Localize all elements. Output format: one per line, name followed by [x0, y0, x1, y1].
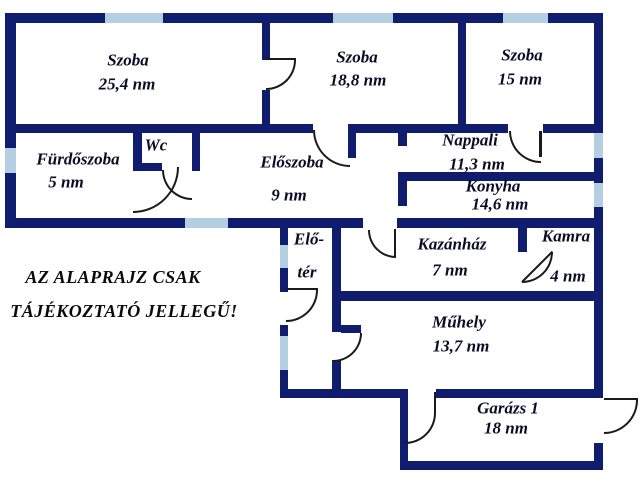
wall-divider-szoba: [262, 90, 270, 124]
window: [105, 13, 163, 23]
wall-horizontal: [350, 124, 508, 133]
room-label-konyha: Konyha: [465, 176, 521, 196]
door-leaf: [394, 229, 396, 257]
room-area-konyha: 14,6 nm: [471, 194, 529, 214]
wall-stub: [341, 325, 361, 333]
wall-left: [5, 173, 16, 228]
wall-divider-szoba: [458, 23, 466, 124]
door-leaf: [266, 58, 296, 60]
door-leaf: [434, 392, 436, 413]
room-label-eloter-line1: Elő-: [293, 229, 325, 249]
wall-eloter-left: [280, 325, 288, 336]
door-arc-eloter-entrance: [286, 290, 318, 322]
door-arc-furdoszoba: [133, 167, 179, 213]
door-arc-muhely-garazs: [405, 413, 436, 444]
wall-bottom-main: [5, 218, 185, 228]
room-label-kazanhaz: Kazánház: [417, 234, 487, 254]
wall-left: [5, 13, 16, 148]
wall-eloter-right: [332, 360, 341, 398]
room-area-kazanhaz: 7 nm: [432, 260, 468, 280]
room-label-furdoszoba: Fürdőszoba: [36, 149, 120, 169]
window: [594, 133, 603, 158]
wall-bottom-main: [228, 218, 363, 228]
room-label-szoba-nagy: Szoba: [107, 50, 149, 70]
room-area-szoba-kozepso: 18,8 nm: [329, 70, 387, 90]
door-arc-szoba-connect: [266, 60, 296, 90]
door-leaf: [286, 288, 318, 290]
door-arc-kazanhaz: [368, 230, 396, 258]
door-leaf: [539, 131, 542, 157]
wall-garazs-top: [436, 389, 603, 398]
door-leaf: [604, 398, 638, 400]
room-area-garazs: 18 nm: [484, 418, 528, 438]
window: [5, 148, 16, 173]
room-label-eloszoba: Előszoba: [260, 152, 324, 172]
wall-eloter-left: [280, 228, 288, 245]
window: [280, 245, 288, 268]
window: [503, 13, 548, 23]
window: [333, 13, 393, 23]
room-label-nappali: Nappali: [442, 130, 498, 150]
room-area-szoba-nagy: 25,4 nm: [98, 74, 156, 94]
wall-stub: [398, 133, 407, 146]
wall-konyha-top: [398, 172, 594, 181]
wall-horizontal: [543, 124, 594, 133]
wall-right: [594, 158, 603, 183]
room-label-wc: Wc: [144, 135, 168, 155]
wall-right: [594, 443, 603, 470]
wall-right: [594, 13, 603, 133]
room-label-eloter-line2: tér: [297, 262, 317, 282]
room-label-muhely: Műhely: [432, 312, 486, 332]
wall-horizontal: [16, 124, 313, 133]
wall-garazs-left: [400, 389, 408, 470]
room-area-kamra: 4 nm: [550, 266, 586, 286]
wall-wc-right: [192, 133, 200, 171]
disclaimer-line1: AZ ALAPRAJZ CSAK: [25, 267, 201, 287]
wall-bottom-main: [397, 218, 603, 228]
wall-top: [5, 13, 603, 23]
wall-kamra-left: [518, 228, 527, 252]
wall-eloter-left: [280, 268, 288, 292]
wall-konyha-left: [398, 172, 407, 206]
room-label-kamra: Kamra: [541, 226, 591, 246]
room-area-szoba-kis: 15 nm: [498, 69, 542, 89]
wall-furdoszoba-right: [133, 133, 142, 171]
wall-eloter-left: [280, 370, 288, 398]
room-area-eloszoba: 9 nm: [271, 185, 307, 205]
window: [185, 218, 228, 228]
door-arc-szoba-nappali: [509, 131, 541, 163]
disclaimer-line2: TÁJÉKOZTATÓ JELLEGŰ!: [10, 301, 238, 321]
wall-right: [594, 207, 603, 398]
wall-muhely-top: [332, 291, 603, 301]
wall-divider-szoba: [262, 23, 270, 60]
window: [280, 336, 288, 370]
wall-garazs-bottom: [400, 461, 603, 470]
room-area-nappali: 11,3 nm: [449, 154, 505, 174]
door-arc-garazs-exterior: [604, 400, 638, 434]
room-label-szoba-kis: Szoba: [501, 45, 543, 65]
door-arc-eloter-muhely: [333, 333, 362, 362]
wall-muhely-bottom: [280, 389, 405, 398]
room-label-szoba-kozepso: Szoba: [336, 47, 378, 67]
wall-eloter-right: [332, 228, 341, 332]
room-label-garazs: Garázs 1: [477, 398, 539, 418]
room-area-muhely: 13,7 nm: [432, 336, 490, 356]
window: [594, 183, 603, 207]
room-area-furdoszoba: 5 nm: [48, 172, 84, 192]
wall-stub: [348, 124, 356, 158]
